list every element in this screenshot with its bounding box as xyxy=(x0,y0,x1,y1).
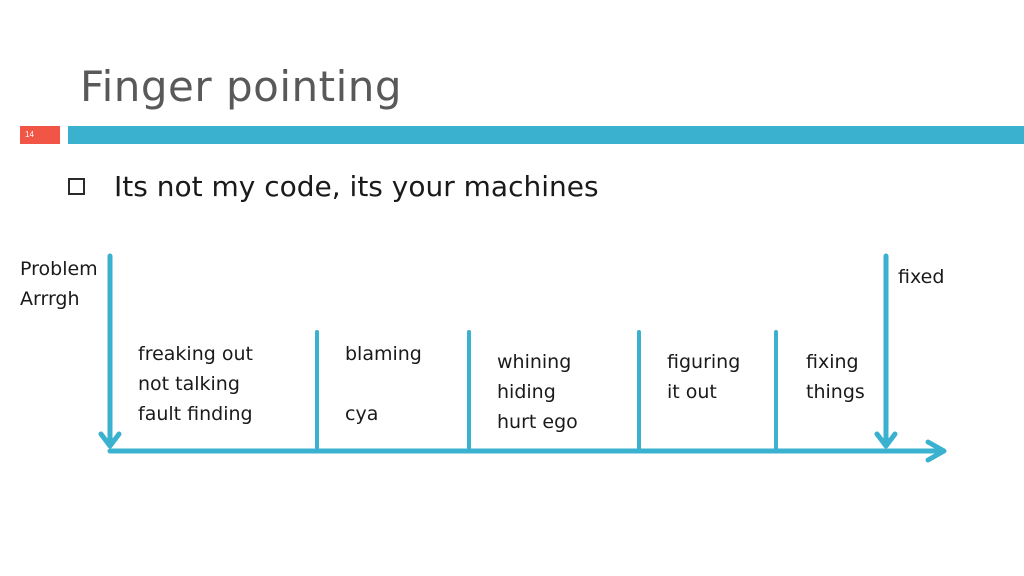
start-label-line: Problem xyxy=(20,258,98,280)
stage-line: not talking xyxy=(138,373,240,395)
start-label-line: Arrrgh xyxy=(20,288,80,310)
stage-label: figuring it out xyxy=(667,347,740,407)
stage-line xyxy=(345,369,422,399)
timeline-arrowhead xyxy=(925,439,947,463)
stage-label: blaming cya xyxy=(345,339,422,429)
bullet-box-icon xyxy=(68,178,85,195)
slide-number: 14 xyxy=(25,130,34,139)
stage-line: fixing xyxy=(806,351,859,373)
stage-line: freaking out xyxy=(138,343,253,365)
stage-line: things xyxy=(806,381,865,403)
stage-label: whining hiding hurt ego xyxy=(497,347,578,437)
stage-line: whining xyxy=(497,351,572,373)
start-arrowhead xyxy=(98,431,122,449)
bullet-text: Its not my code, its your machines xyxy=(114,170,599,203)
stage-line: fault finding xyxy=(138,403,253,425)
end-arrowhead xyxy=(874,431,898,449)
end-label: fixed xyxy=(898,266,945,288)
page-title: Finger pointing xyxy=(80,62,403,111)
stage-line: hiding xyxy=(497,381,556,403)
slide-number-badge xyxy=(20,126,60,144)
stage-line: it out xyxy=(667,381,717,403)
stage-line: cya xyxy=(345,403,379,425)
start-label: Problem Arrrgh xyxy=(20,254,98,314)
stage-label: freaking out not talking fault finding xyxy=(138,339,253,429)
stage-label: fixing things xyxy=(806,347,865,407)
stage-line: hurt ego xyxy=(497,411,578,433)
stage-line: blaming xyxy=(345,343,422,365)
stage-line: figuring xyxy=(667,351,741,373)
title-underline-bar xyxy=(68,126,1024,144)
